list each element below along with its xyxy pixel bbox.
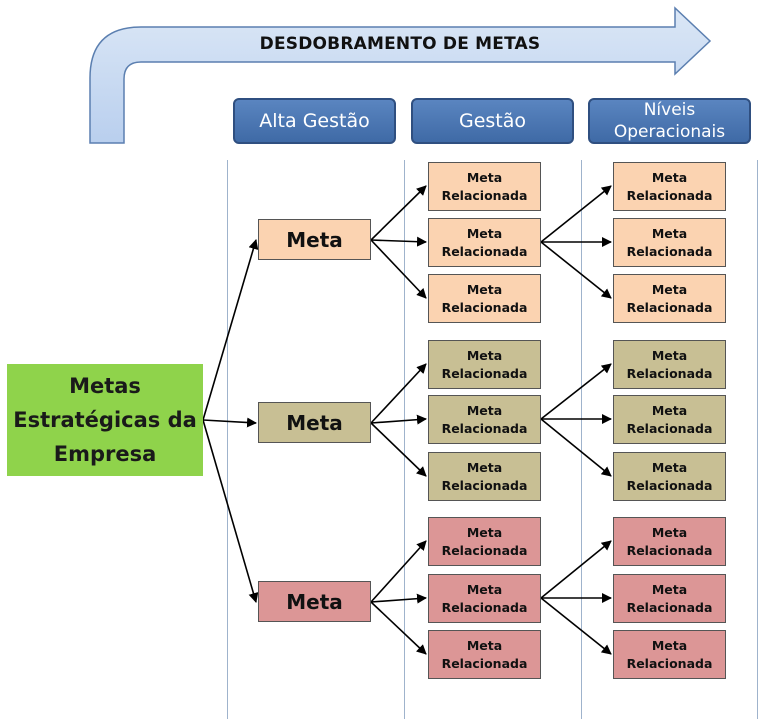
related-goal-l3: Meta Relacionada [613, 517, 726, 566]
related-goal-l3: Meta Relacionada [613, 395, 726, 444]
related-goal-l3: Meta Relacionada [613, 162, 726, 211]
goal-node-1: Meta [258, 219, 371, 260]
column-divider [581, 160, 582, 719]
related-goal-l2: Meta Relacionada [428, 162, 541, 211]
related-goal-l2: Meta Relacionada [428, 395, 541, 444]
banner-title: DESDOBRAMENTO DE METAS [259, 34, 541, 54]
column-header-niveis-operacionais: Níveis Operacionais [588, 98, 751, 144]
related-goal-l2: Meta Relacionada [428, 630, 541, 679]
related-goal-l2: Meta Relacionada [428, 218, 541, 267]
related-goal-l2: Meta Relacionada [428, 452, 541, 501]
column-header-gestao: Gestão [411, 98, 574, 144]
column-header-alta-gestao: Alta Gestão [233, 98, 396, 144]
column-divider [757, 160, 758, 719]
related-goal-l3: Meta Relacionada [613, 274, 726, 323]
goal-node-2: Meta [258, 402, 371, 443]
related-goal-l2: Meta Relacionada [428, 274, 541, 323]
related-goal-l3: Meta Relacionada [613, 218, 726, 267]
related-goal-l3: Meta Relacionada [613, 340, 726, 389]
related-goal-l2: Meta Relacionada [428, 574, 541, 623]
banner-arrow [89, 6, 712, 144]
column-divider [404, 160, 405, 719]
root-strategic-goals: Metas Estratégicas da Empresa [7, 364, 203, 476]
goal-node-3: Meta [258, 581, 371, 622]
related-goal-l2: Meta Relacionada [428, 517, 541, 566]
related-goal-l2: Meta Relacionada [428, 340, 541, 389]
related-goal-l3: Meta Relacionada [613, 630, 726, 679]
related-goal-l3: Meta Relacionada [613, 452, 726, 501]
related-goal-l3: Meta Relacionada [613, 574, 726, 623]
column-divider [227, 160, 228, 719]
